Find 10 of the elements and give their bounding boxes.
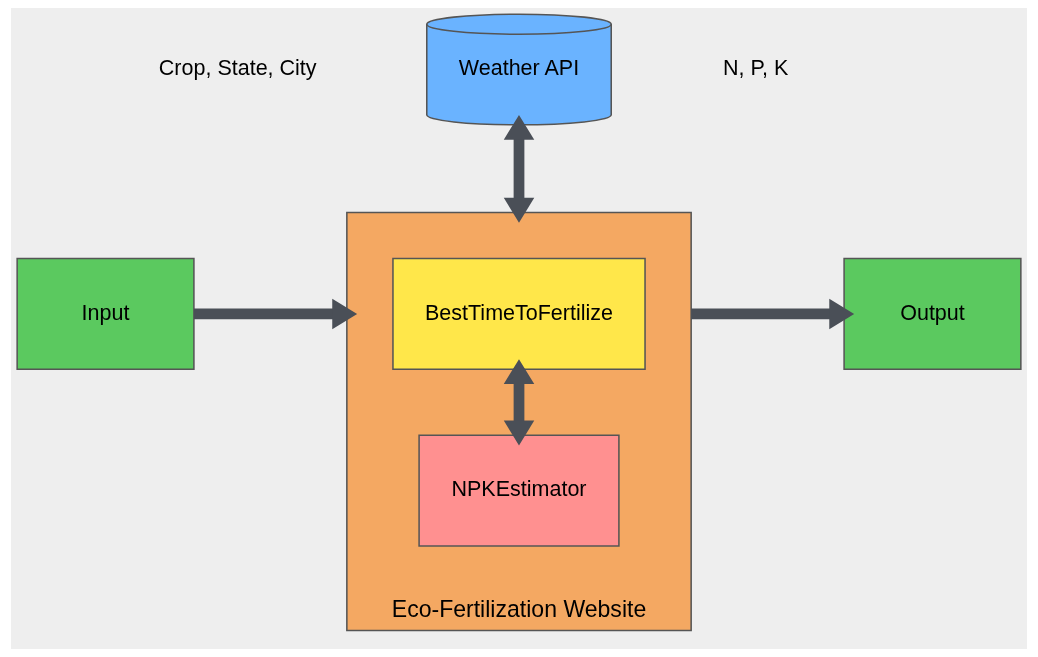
arrow xyxy=(503,359,535,446)
label: Crop, State, City xyxy=(158,56,317,81)
node-box: Output xyxy=(843,257,1022,370)
label: N, P, K xyxy=(723,56,789,81)
node-box: Input xyxy=(16,257,195,370)
arrow xyxy=(503,114,535,223)
node-box: BestTimeToFertilize xyxy=(392,257,646,370)
node-box: NPKEstimator xyxy=(418,434,620,547)
arrow xyxy=(691,298,855,330)
arrow xyxy=(193,298,358,330)
